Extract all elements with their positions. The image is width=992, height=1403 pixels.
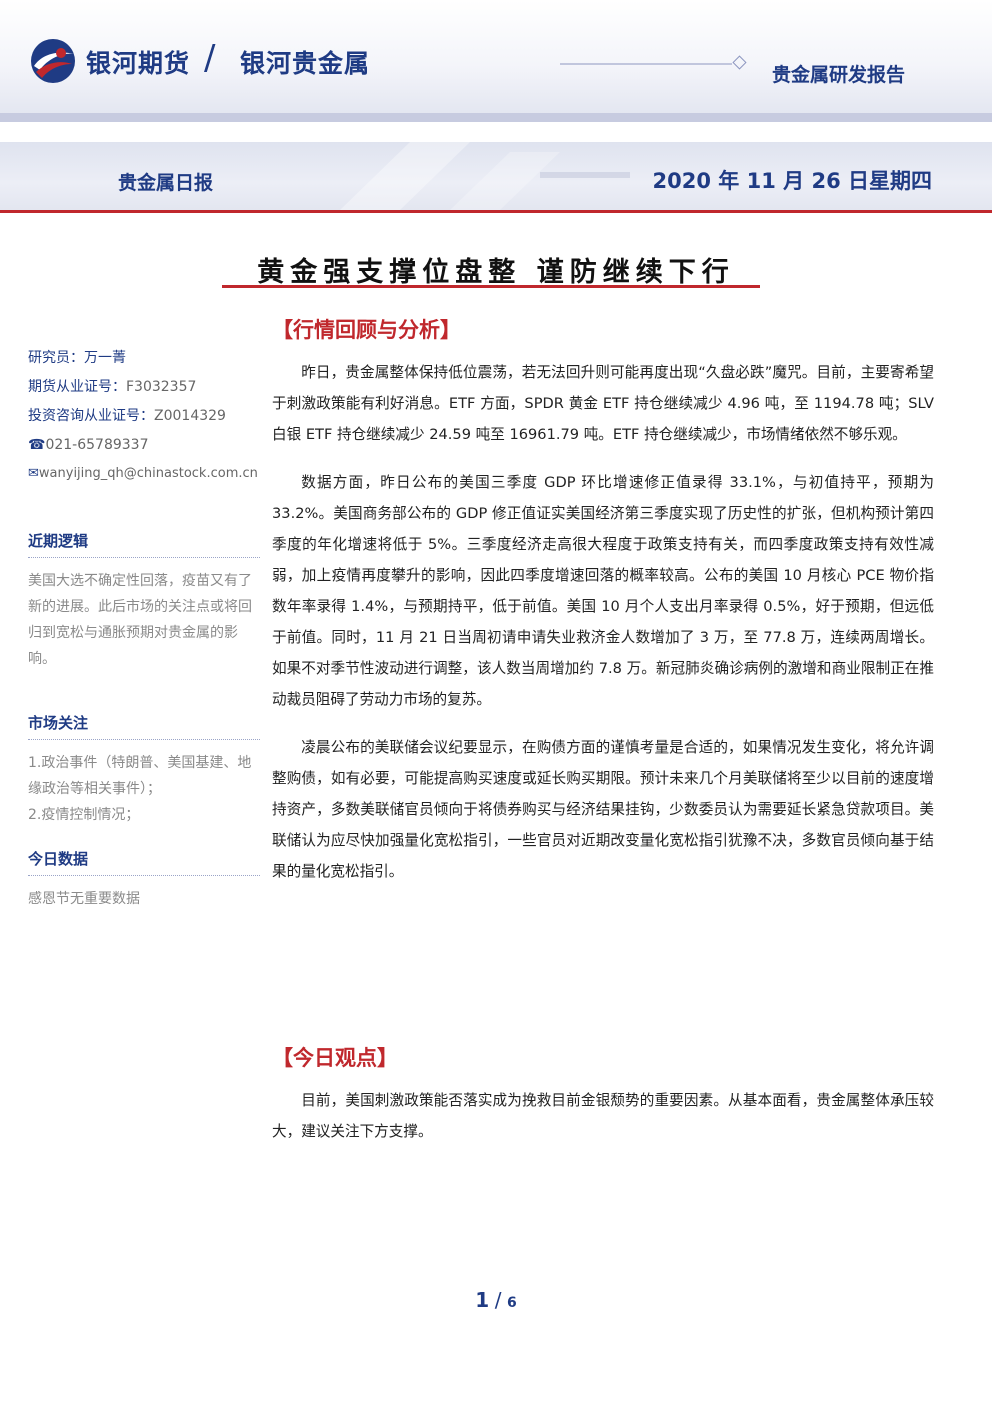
paragraph: 目前，美国刺激政策能否落实成为挽救目前金银颓势的重要因素。从基本面看，贵金属整体…	[272, 1092, 934, 1140]
paragraph: 凌晨公布的美联储会议纪要显示，在购债方面的谨慎考量是合适的，如果情况发生变化，将…	[272, 739, 934, 880]
sidebar-text: 1.政治事件（特朗普、美国基建、地缘政治等相关事件）；	[28, 755, 252, 797]
page-title: 黄金强支撑位盘整 谨防继续下行	[257, 257, 735, 288]
phone-number: 021-65789337	[45, 437, 149, 453]
brand-primary: 银河期货	[86, 49, 191, 78]
subheader-band	[0, 142, 992, 210]
sidebar-section-logic: 近期逻辑 美国大选不确定性回落，疫苗又有了新的进展。此后市场的关注点或将回归到宽…	[28, 530, 260, 672]
brand-secondary: 银河贵金属	[240, 49, 371, 78]
sidebar-heading: 近期逻辑	[28, 530, 260, 558]
analyst-label: 研究员：	[28, 350, 84, 366]
paragraph: 昨日，贵金属整体保持低位震荡，若无法回升则可能再度出现“久盘必跌”魔咒。目前，主…	[272, 364, 934, 443]
brand-divider: /	[204, 38, 216, 78]
section-title-view: 【今日观点】	[272, 1046, 398, 1070]
analyst-name: 万一菁	[84, 350, 126, 366]
section-title-review: 【行情回顾与分析】	[272, 318, 461, 342]
report-type: 贵金属研发报告	[772, 64, 906, 86]
page-number: 1 / 6	[0, 1288, 992, 1312]
sidebar-section-focus: 市场关注 1.政治事件（特朗普、美国基建、地缘政治等相关事件）； 2.疫情控制情…	[28, 712, 260, 828]
invest-cert-label: 投资咨询从业证号：	[28, 408, 154, 424]
page-total: 6	[507, 1295, 517, 1311]
page-current: 1	[475, 1288, 490, 1312]
review-body: 昨日，贵金属整体保持低位震荡，若无法回升则可能再度出现“久盘必跌”魔咒。目前，主…	[272, 357, 934, 904]
report-date: 2020 年 11 月 26 日星期四	[652, 169, 932, 193]
header-band	[0, 0, 992, 118]
sidebar-text: 感恩节无重要数据	[28, 891, 140, 907]
report-series-label: 贵金属日报	[118, 172, 214, 194]
header-decoration	[560, 55, 747, 70]
sidebar-heading: 市场关注	[28, 712, 260, 740]
galaxy-logo-icon	[31, 39, 75, 83]
abstract-decoration	[340, 142, 630, 210]
sidebar-section-data: 今日数据 感恩节无重要数据	[28, 848, 260, 912]
invest-cert-row: 投资咨询从业证号：Z0014329	[28, 406, 260, 435]
phone-icon: ☎	[28, 437, 46, 453]
email-row: ✉wanyijing_qh@chinastock.com.cn	[28, 464, 260, 493]
phone-row: ☎021-65789337	[28, 435, 260, 464]
header-stripe	[0, 113, 992, 122]
email-address[interactable]: wanyijing_qh@chinastock.com.cn	[38, 466, 258, 481]
futures-cert-row: 期货从业证号：F3032357	[28, 377, 260, 406]
sidebar-heading: 今日数据	[28, 848, 260, 876]
futures-cert-label: 期货从业证号：	[28, 379, 126, 395]
analyst-row: 研究员：万一菁	[28, 348, 260, 377]
sidebar-text: 2.疫情控制情况；	[28, 807, 140, 823]
title-underline	[222, 285, 760, 288]
header-red-rule	[0, 210, 992, 213]
invest-cert: Z0014329	[154, 408, 226, 424]
sidebar-text: 美国大选不确定性回落，疫苗又有了新的进展。此后市场的关注点或将回归到宽松与通胀预…	[28, 573, 252, 667]
analyst-info: 研究员：万一菁 期货从业证号：F3032357 投资咨询从业证号：Z001432…	[28, 348, 260, 493]
view-body: 目前，美国刺激政策能否落实成为挽救目前金银颓势的重要因素。从基本面看，贵金属整体…	[272, 1085, 934, 1164]
page-separator: /	[494, 1288, 502, 1312]
email-icon: ✉	[28, 466, 39, 481]
paragraph: 数据方面，昨日公布的美国三季度 GDP 环比增速修正值录得 33.1%，与初值持…	[272, 474, 934, 708]
futures-cert: F3032357	[126, 379, 197, 395]
